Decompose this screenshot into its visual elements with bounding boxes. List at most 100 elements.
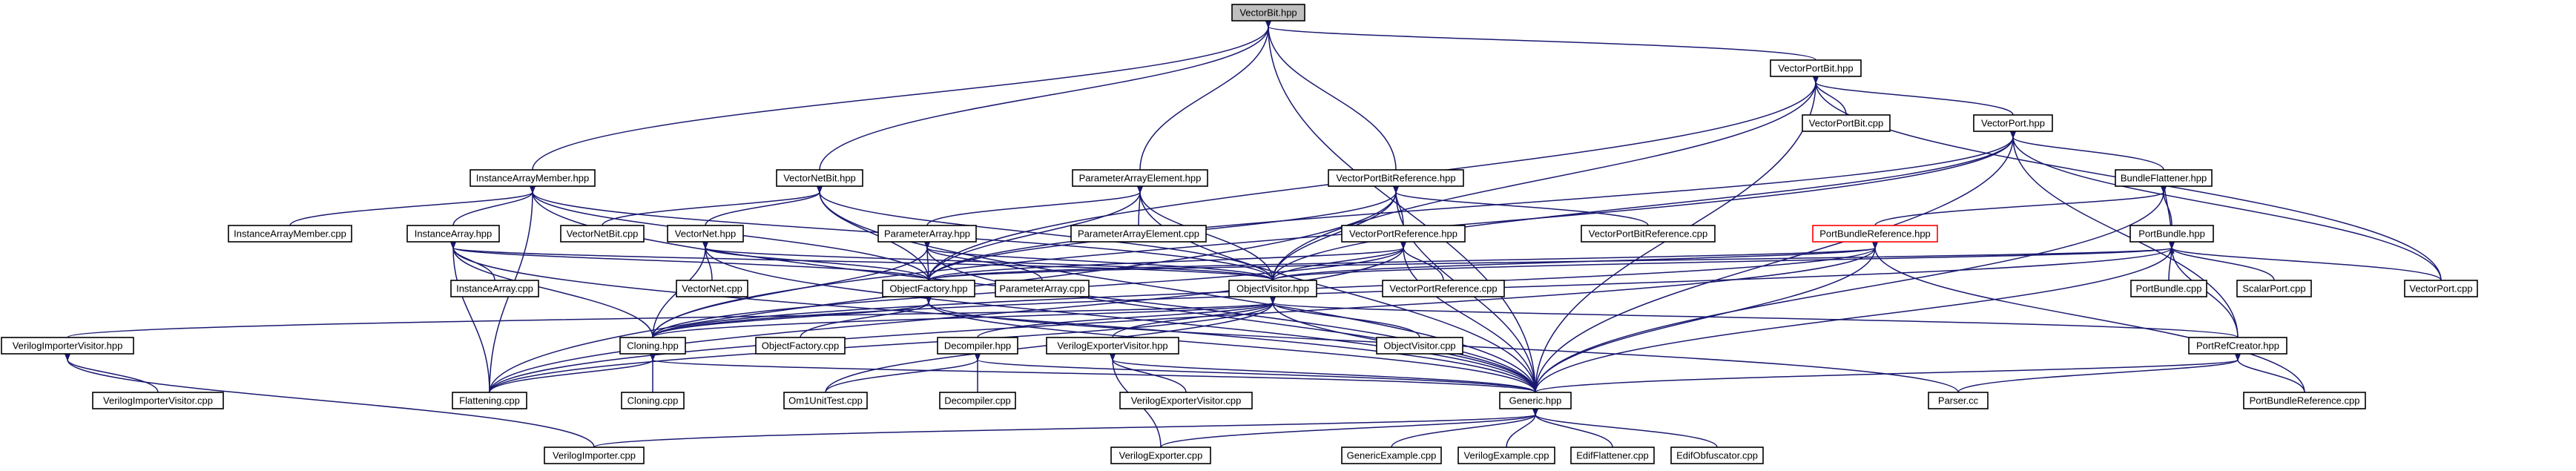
node-instancearray-hpp[interactable]: InstanceArray.hpp [406, 225, 500, 243]
edge-instancearray-hpp-to-cloning-hpp [453, 248, 653, 338]
node-label: VerilogExporter.cpp [1119, 450, 1203, 461]
node-verilogimporter-cpp[interactable]: VerilogImporter.cpp [544, 447, 645, 464]
node-om1unittest-cpp[interactable]: Om1UnitTest.cpp [783, 392, 868, 409]
node-edifobfuscator-cpp[interactable]: EdifObfuscator.cpp [1670, 447, 1764, 464]
edge-vectornet-hpp-to-vectornet-cpp [705, 248, 713, 281]
edge-vectorport-hpp-to-portrefcreator-hpp [2013, 137, 2239, 338]
node-genericexample-cpp[interactable]: GenericExample.cpp [1341, 447, 1442, 464]
edge-cloning-hpp-to-generic-hpp [653, 360, 1536, 393]
node-label: VectorPort.hpp [1981, 118, 2045, 129]
node-portbundlereference-hpp[interactable]: PortBundleReference.hpp [1812, 225, 1938, 243]
node-vectornet-hpp[interactable]: VectorNet.hpp [667, 225, 744, 243]
node-vectorport-cpp[interactable]: VectorPort.cpp [2404, 280, 2478, 297]
node-edifflattener-cpp[interactable]: EdifFlattener.cpp [1570, 447, 1655, 464]
node-label: Decompiler.hpp [944, 340, 1011, 352]
edge-objectvisitor-hpp-to-objectvisitor-cpp [1273, 303, 1420, 338]
nodes-layer: VectorBit.hppVectorPortBit.hppVectorPort… [1, 4, 2478, 464]
node-portbundle-cpp[interactable]: PortBundle.cpp [2130, 280, 2207, 297]
node-label: VectorPortReference.hpp [1349, 228, 1457, 240]
node-bundleflattener-hpp[interactable]: BundleFlattener.hpp [2115, 169, 2213, 187]
node-vectornetbit-cpp[interactable]: VectorNetBit.cpp [560, 225, 645, 243]
node-portrefcreator-hpp[interactable]: PortRefCreator.hpp [2188, 337, 2287, 355]
node-vectornetbit-hpp[interactable]: VectorNetBit.hpp [776, 169, 863, 187]
node-label: ObjectFactory.hpp [889, 283, 967, 294]
node-decompiler-cpp[interactable]: Decompiler.cpp [939, 392, 1016, 409]
node-objectfactory-hpp[interactable]: ObjectFactory.hpp [882, 280, 975, 297]
edge-vectorbit-hpp-to-vectornetbit-hpp [819, 27, 1268, 171]
node-vectorportbit-hpp[interactable]: VectorPortBit.hpp [1770, 59, 1862, 77]
edge-parameterarray-hpp-to-generic-hpp [927, 248, 1536, 393]
edge-vectorportbit-hpp-to-vectorportbit-cpp [1816, 82, 1847, 116]
edge-instancearray-hpp-to-objectfactory-hpp [453, 248, 929, 281]
node-box [2243, 392, 2366, 409]
node-instancearraymember-hpp[interactable]: InstanceArrayMember.hpp [470, 169, 596, 187]
edge-portbundlereference-hpp-to-generic-hpp [1535, 248, 1875, 393]
node-box [1457, 447, 1555, 464]
node-box [783, 392, 868, 409]
edge-generic-hpp-to-edifflattener-cpp [1535, 415, 1613, 448]
node-vectorport-hpp[interactable]: VectorPort.hpp [1973, 114, 2053, 132]
node-label: VectorPort.cpp [2409, 283, 2472, 294]
node-cloning-cpp[interactable]: Cloning.cpp [621, 392, 685, 409]
edge-vectornetbit-hpp-to-generic-hpp [820, 192, 1536, 393]
node-vectorportbit-cpp[interactable]: VectorPortBit.cpp [1802, 114, 1891, 132]
node-instancearraymember-cpp[interactable]: InstanceArrayMember.cpp [228, 225, 352, 243]
node-parser-cc[interactable]: Parser.cc [1928, 392, 1989, 409]
node-verilogimportervisitor-cpp[interactable]: VerilogImporterVisitor.cpp [92, 392, 224, 409]
node-box [1228, 280, 1317, 297]
node-label: PortBundleReference.cpp [2250, 395, 2360, 406]
node-instancearray-cpp[interactable]: InstanceArray.cpp [450, 280, 539, 297]
node-vectorbit-hpp[interactable]: VectorBit.hpp [1231, 4, 1305, 22]
node-box [450, 280, 539, 297]
node-box [544, 447, 645, 464]
node-label: ParameterArray.hpp [884, 228, 970, 240]
node-label: VectorNet.cpp [682, 283, 742, 294]
node-verilogimportervisitor-hpp[interactable]: VerilogImporterVisitor.hpp [1, 337, 134, 355]
node-label: Flattening.cpp [459, 395, 520, 406]
node-label: EdifObfuscator.cpp [1676, 450, 1758, 461]
edge-parameterarray-hpp-to-parameterarray-cpp [927, 248, 1043, 281]
node-objectfactory-cpp[interactable]: ObjectFactory.cpp [755, 337, 846, 355]
node-box [1231, 4, 1305, 22]
node-parameterarray-hpp[interactable]: ParameterArray.hpp [877, 225, 977, 243]
node-parameterarrayelement-cpp[interactable]: ParameterArrayElement.cpp [1070, 225, 1207, 243]
node-box [621, 392, 685, 409]
node-box [1570, 447, 1655, 464]
node-objectvisitor-hpp[interactable]: ObjectVisitor.hpp [1228, 280, 1317, 297]
node-box [1973, 114, 2053, 132]
node-vectorportbitreference-hpp[interactable]: VectorPortBitReference.hpp [1328, 169, 1464, 187]
node-flattening-cpp[interactable]: Flattening.cpp [452, 392, 527, 409]
node-parameterarray-cpp[interactable]: ParameterArray.cpp [995, 280, 1090, 297]
node-decompiler-hpp[interactable]: Decompiler.hpp [937, 337, 1018, 355]
node-label: ParameterArray.cpp [999, 283, 1084, 294]
node-portbundle-hpp[interactable]: PortBundle.hpp [2129, 225, 2214, 243]
node-vectorportbitreference-cpp[interactable]: VectorPortBitReference.cpp [1581, 225, 1716, 243]
edge-objectvisitor-hpp-to-cloning-hpp [652, 303, 1273, 338]
node-portbundlereference-cpp[interactable]: PortBundleReference.cpp [2243, 392, 2366, 409]
node-label: VerilogImporterVisitor.cpp [103, 395, 213, 406]
node-verilogexporter-cpp[interactable]: VerilogExporter.cpp [1110, 447, 1211, 464]
node-vectornet-cpp[interactable]: VectorNet.cpp [676, 280, 748, 297]
node-parameterarrayelement-hpp[interactable]: ParameterArrayElement.hpp [1072, 169, 1208, 187]
node-cloning-hpp[interactable]: Cloning.hpp [619, 337, 686, 355]
node-objectvisitor-cpp[interactable]: ObjectVisitor.cpp [1376, 337, 1463, 355]
node-box [667, 225, 744, 243]
node-label: VerilogExporterVisitor.hpp [1057, 340, 1167, 352]
node-label: InstanceArrayMember.cpp [234, 228, 346, 240]
node-box [1382, 280, 1505, 297]
node-box [1119, 392, 1253, 409]
node-label: VerilogExporterVisitor.cpp [1131, 395, 1242, 406]
node-verilogexportervisitor-hpp[interactable]: VerilogExporterVisitor.hpp [1046, 337, 1179, 355]
node-generic-hpp[interactable]: Generic.hpp [1499, 392, 1572, 409]
node-scalarport-cpp[interactable]: ScalarPort.cpp [2236, 280, 2312, 297]
node-verilogexample-cpp[interactable]: VerilogExample.cpp [1457, 447, 1555, 464]
node-box [1072, 169, 1208, 187]
edge-vectorport-hpp-to-bundleflattener-hpp [2013, 137, 2164, 171]
node-label: VectorNet.hpp [675, 228, 736, 240]
node-vectorportreference-hpp[interactable]: VectorPortReference.hpp [1341, 225, 1466, 243]
edge-objectfactory-hpp-to-objectfactory-cpp [800, 303, 929, 338]
edge-cloning-hpp-to-flattening-cpp [489, 360, 653, 393]
node-verilogexportervisitor-cpp[interactable]: VerilogExporterVisitor.cpp [1119, 392, 1253, 409]
node-vectorportreference-cpp[interactable]: VectorPortReference.cpp [1382, 280, 1505, 297]
edge-vectorbit-hpp-to-generic-hpp [1268, 27, 1536, 393]
